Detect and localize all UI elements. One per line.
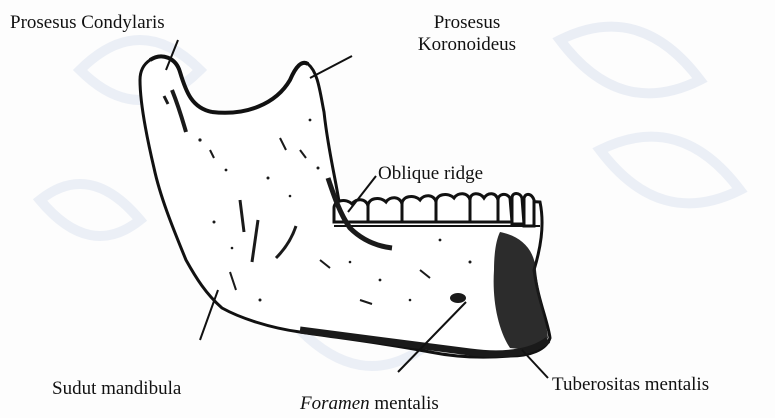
leader-koronoideus [310,56,352,78]
label-sudut-mandibula: Sudut mandibula [52,378,181,400]
label-tuberositas-mentalis: Tuberositas mentalis [552,374,709,396]
label-foramen-word: Foramen [300,393,370,414]
label-oblique-ridge: Oblique ridge [378,163,483,185]
label-foramen-mentalis: Foramen mentalis [300,393,439,415]
teeth-row [334,194,534,227]
label-prosesus-koronoideus-line2: Koronoideus [392,34,542,56]
label-prosesus-condylaris: Prosesus Condylaris [10,12,165,34]
label-prosesus-koronoideus: Prosesus Koronoideus [392,12,542,56]
leader-sudut-mandibula [200,290,218,340]
label-prosesus-koronoideus-line1: Prosesus [392,12,542,34]
leader-tuberositas-mentalis [522,350,548,378]
label-mentalis-word: mentalis [374,393,438,414]
foramen-mentale-mark [450,293,466,303]
